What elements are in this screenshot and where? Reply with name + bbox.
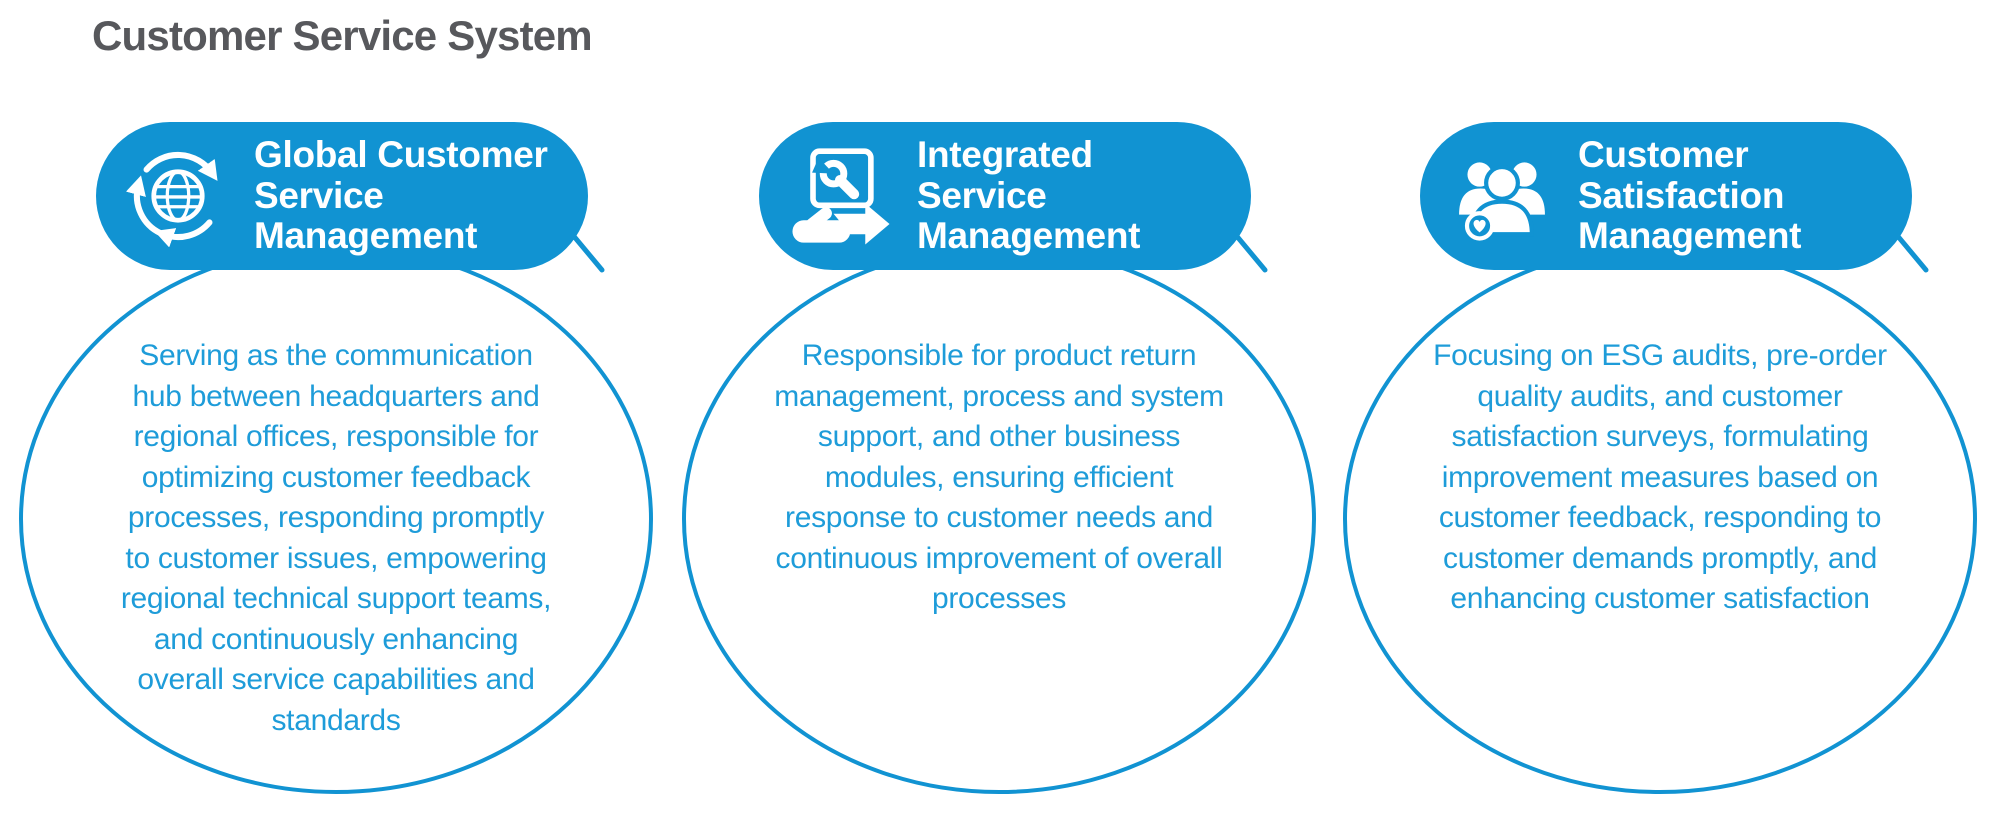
globe-cycle-icon <box>122 140 234 252</box>
service-card-integrated: Integrated Service Management Responsibl… <box>679 100 1319 812</box>
card-header: Global Customer Service Management <box>96 122 588 270</box>
service-card-global: Global Customer Service Management Servi… <box>16 100 656 812</box>
pill-tail-line <box>569 231 605 273</box>
card-header: Integrated Service Management <box>759 122 1251 270</box>
card-title: Global Customer Service Management <box>254 133 548 257</box>
card-title: Integrated Service Management <box>917 133 1141 257</box>
card-title: Customer Satisfaction Management <box>1578 133 1802 257</box>
service-card-satisfaction: Customer Satisfaction Management Focusin… <box>1340 100 1980 812</box>
customers-heart-icon <box>1446 140 1558 252</box>
card-header: Customer Satisfaction Management <box>1420 122 1912 270</box>
card-description: Serving as the communication hub between… <box>120 339 552 737</box>
pill-tail-line <box>1232 231 1268 273</box>
device-wrench-hand-icon <box>785 140 897 252</box>
page-title: Customer Service System <box>92 12 593 59</box>
pill-tail-line <box>1893 231 1929 273</box>
card-description: Responsible for product return managemen… <box>774 339 1224 615</box>
card-description: Focusing on ESG audits, pre-order qualit… <box>1433 339 1887 615</box>
